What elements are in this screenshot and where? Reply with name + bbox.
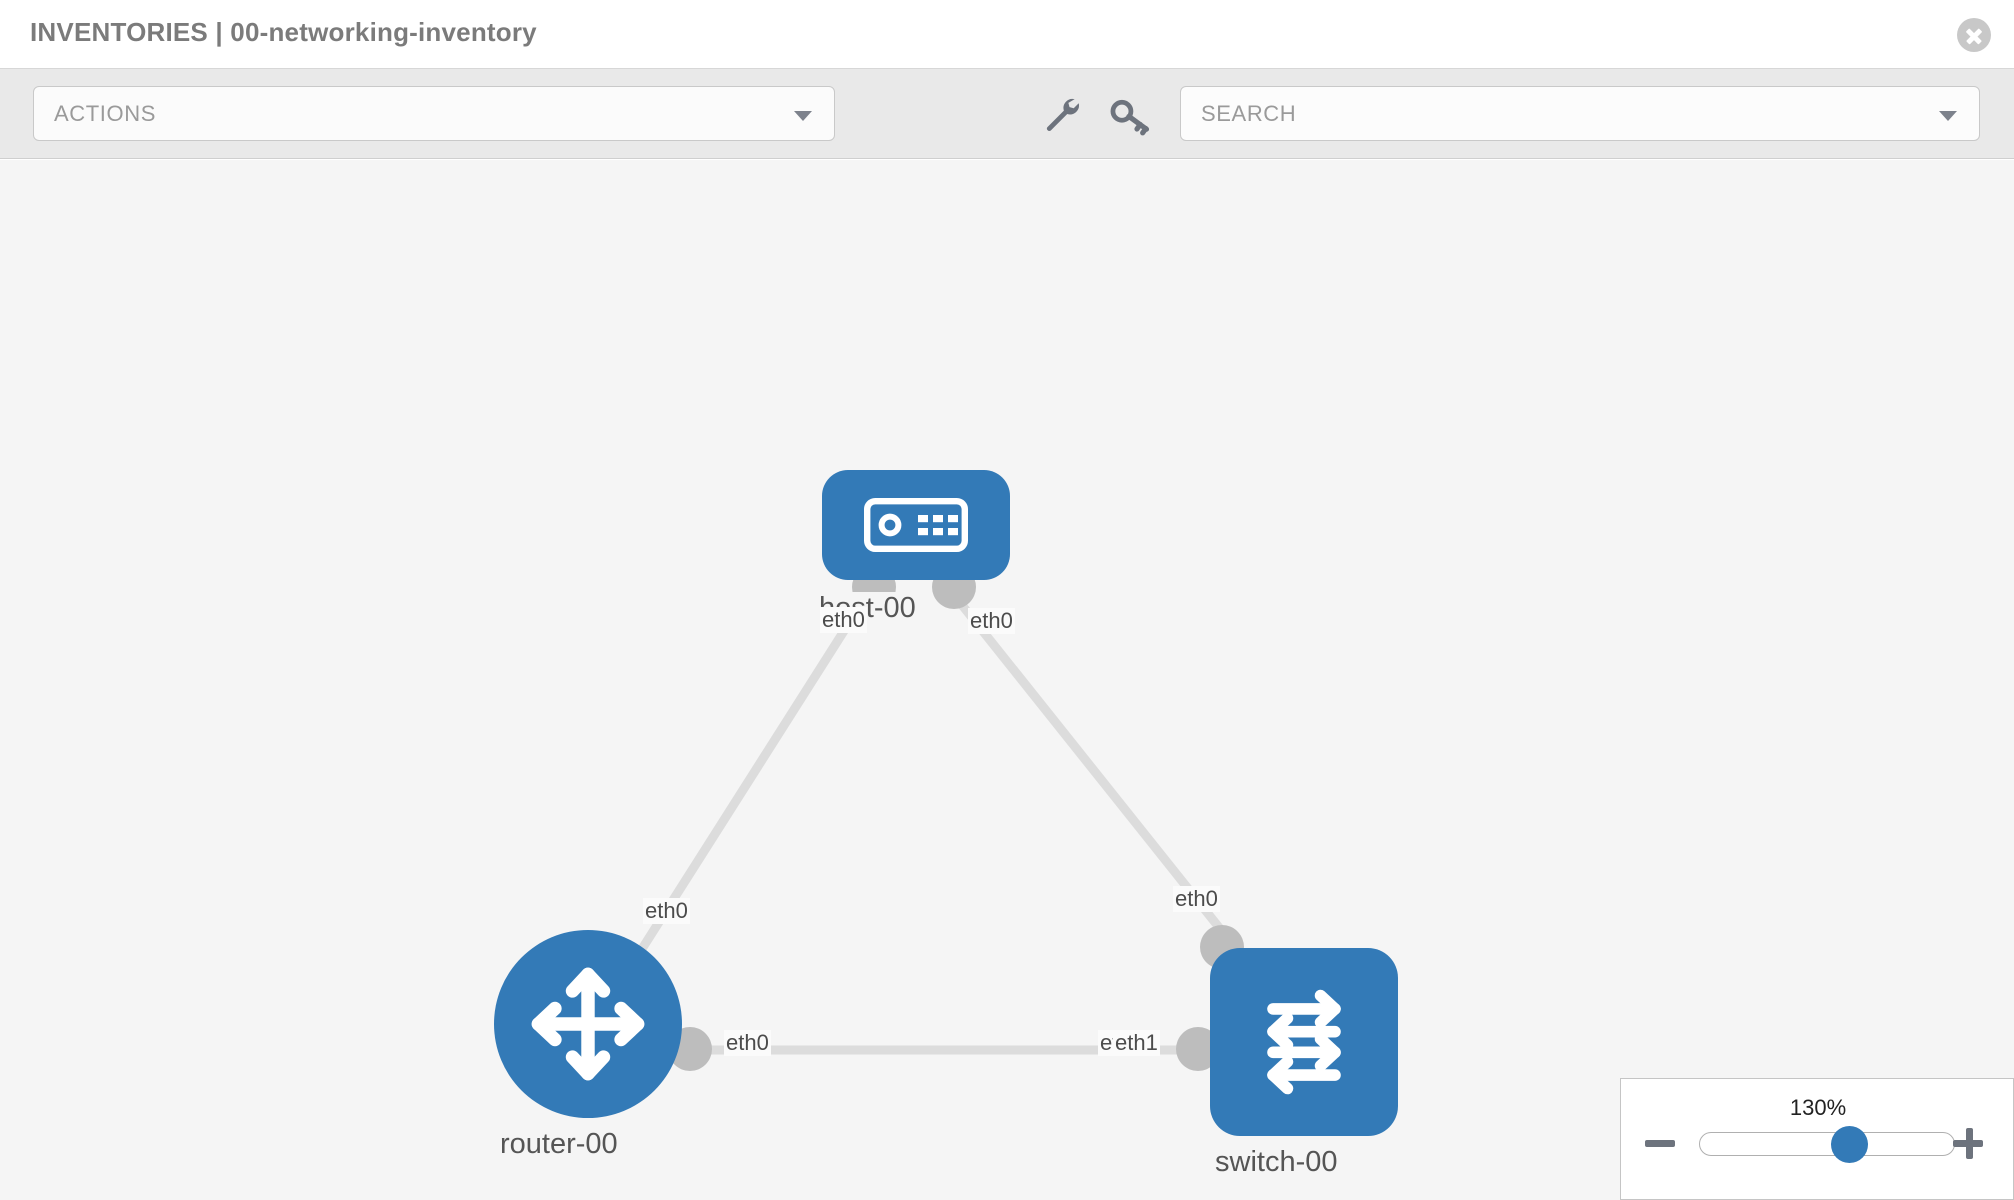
page-title: INVENTORIES | 00-networking-inventory xyxy=(30,17,537,47)
link-label-router-eth0-up: eth0 xyxy=(643,898,690,924)
link-label-host-eth0-left: eth0 xyxy=(820,607,867,633)
zoom-control-panel: 130% xyxy=(1620,1078,2014,1200)
link-label-switch-eth1: eth1 xyxy=(1113,1030,1160,1056)
host-node-shape[interactable] xyxy=(822,470,1010,580)
zoom-slider-track[interactable] xyxy=(1699,1126,1955,1163)
plus-icon[interactable] xyxy=(1951,1125,1987,1161)
search-placeholder: SEARCH xyxy=(1201,101,1297,126)
link-label-switch-eth0-up: eth0 xyxy=(1173,886,1220,912)
key-icon[interactable] xyxy=(1108,94,1152,138)
toolbar: ACTIONS SEARCH xyxy=(0,69,2014,159)
switch-arrows-icon xyxy=(1267,989,1341,1095)
chevron-down-icon xyxy=(794,111,812,121)
zoom-slider-handle[interactable] xyxy=(1831,1126,1869,1163)
close-icon[interactable] xyxy=(1957,18,1991,52)
zoom-level-label: 130% xyxy=(1789,1095,1847,1120)
wrench-icon[interactable] xyxy=(1040,94,1084,138)
link-label-host-eth0-right: eth0 xyxy=(968,608,1015,634)
server-icon xyxy=(864,498,968,552)
minus-icon[interactable] xyxy=(1643,1125,1679,1161)
chevron-down-icon[interactable] xyxy=(1939,111,1957,121)
switch-node-shape[interactable] xyxy=(1210,948,1398,1136)
node-label-switch-00: switch-00 xyxy=(1212,1146,1341,1179)
search-input[interactable]: SEARCH xyxy=(1180,86,1980,141)
router-node-shape[interactable] xyxy=(494,930,682,1118)
router-arrows-icon xyxy=(531,967,645,1081)
actions-dropdown[interactable]: ACTIONS xyxy=(33,86,835,141)
node-label-router-00: router-00 xyxy=(497,1128,621,1161)
link-label-router-eth0: eth0 xyxy=(724,1030,771,1056)
actions-dropdown-label: ACTIONS xyxy=(54,101,156,126)
topology-canvas[interactable]: host-00 router-00 xyxy=(0,160,2014,1200)
page-header: INVENTORIES | 00-networking-inventory xyxy=(0,0,2014,69)
topology-links xyxy=(596,587,1249,1055)
